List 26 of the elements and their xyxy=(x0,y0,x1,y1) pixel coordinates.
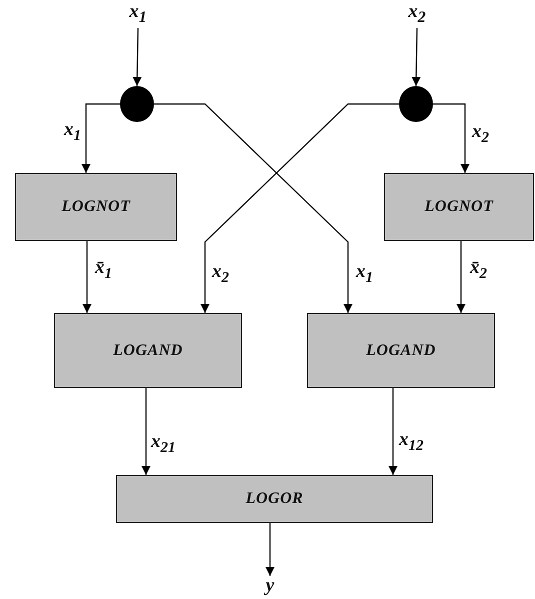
signal-label: y xyxy=(258,576,282,598)
block-label: LOGOR xyxy=(246,490,304,508)
arrow xyxy=(154,103,352,313)
signal-label: x$_{1}$ xyxy=(124,2,152,28)
function-block xyxy=(54,313,242,388)
arrow xyxy=(200,103,399,313)
block-label: LOGAND xyxy=(113,342,183,360)
arrow xyxy=(266,523,274,576)
function-block xyxy=(15,173,177,241)
signal-label: x$_{2}$ xyxy=(403,2,431,28)
block-label: LOGNOT xyxy=(62,198,130,216)
arrow xyxy=(388,388,398,475)
arrow xyxy=(412,28,421,86)
junction-dot xyxy=(399,86,433,122)
arrow xyxy=(82,103,120,173)
function-block xyxy=(307,313,495,388)
function-block xyxy=(116,475,433,523)
block-label: LOGNOT xyxy=(424,198,494,216)
block-label: LOGAND xyxy=(366,342,436,360)
arrow xyxy=(82,241,92,313)
arrow xyxy=(132,28,142,86)
arrow xyxy=(456,241,466,313)
arrow xyxy=(433,103,470,173)
junction-dot xyxy=(120,86,154,122)
function-block xyxy=(384,173,534,241)
arrow xyxy=(142,388,150,475)
